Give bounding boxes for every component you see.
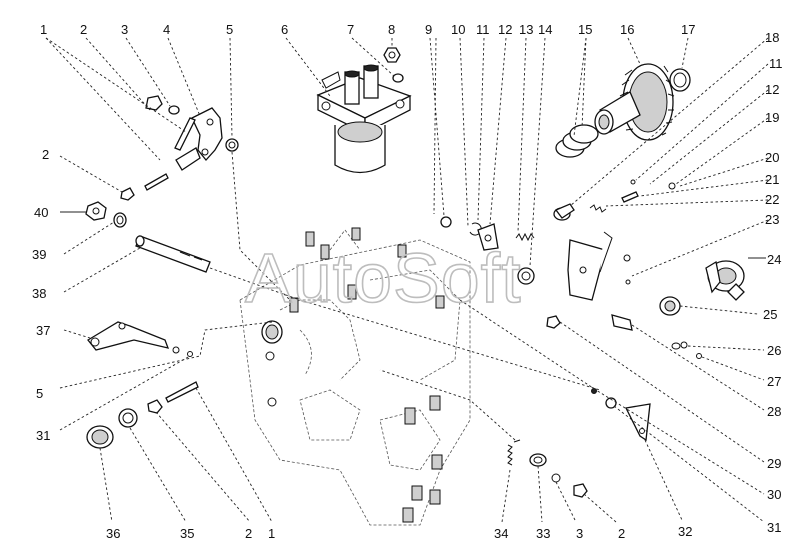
callout-14: 14	[538, 22, 552, 37]
lever-37	[87, 321, 170, 351]
nut-2-left	[120, 187, 135, 201]
callout-2: 2	[80, 22, 87, 37]
callout-40: 40	[34, 205, 48, 220]
lever-32	[625, 403, 651, 442]
bush-18	[553, 203, 575, 221]
callout-15: 15	[578, 22, 592, 37]
callout-17: 17	[681, 22, 695, 37]
callout-4: 4	[163, 22, 170, 37]
callout-11: 11	[476, 22, 490, 37]
pin-23	[623, 254, 631, 285]
screw-21	[621, 191, 639, 203]
callout-34: 34	[494, 526, 508, 541]
lever-12	[477, 223, 499, 251]
callout-21: 21	[765, 172, 779, 187]
callout-12: 12	[498, 22, 512, 37]
callout-11-right: 11	[769, 56, 783, 71]
nut-3	[145, 95, 163, 111]
watermark-text: AutoSoft	[245, 239, 522, 317]
shaft-38	[135, 235, 211, 273]
ring-26	[671, 341, 688, 350]
spring-34	[507, 439, 521, 466]
callout-2-bottom-right: 2	[618, 526, 625, 541]
callout-23: 23	[765, 212, 779, 227]
callout-24: 24	[767, 252, 781, 267]
callout-labels: 1 2 3 4 5 6 7 8 9 10 11 12 13 14 15 16 1…	[32, 22, 783, 541]
callout-3: 3	[121, 22, 128, 37]
callout-5: 5	[226, 22, 233, 37]
ring-35	[118, 408, 138, 428]
callout-3-bottom: 3	[576, 526, 583, 541]
camshaft-gear-16	[594, 63, 675, 141]
callout-16: 16	[620, 22, 634, 37]
nut-2-lower	[147, 399, 163, 414]
springs-15	[555, 124, 599, 158]
callout-12-right: 12	[765, 82, 779, 97]
callout-30: 30	[767, 487, 781, 502]
callout-18: 18	[765, 30, 779, 45]
washer-3b	[168, 105, 180, 115]
cap-36	[86, 425, 114, 449]
callout-10: 10	[451, 22, 465, 37]
ring-17	[669, 68, 691, 92]
callout-9: 9	[425, 22, 432, 37]
callout-38: 38	[32, 286, 46, 301]
callout-13: 13	[519, 22, 533, 37]
pump-housing	[239, 227, 471, 526]
callout-1: 1	[40, 22, 47, 37]
callout-28: 28	[767, 404, 781, 419]
ball-30	[591, 388, 597, 394]
callout-19: 19	[765, 110, 779, 125]
stud-1-lower	[165, 381, 199, 403]
callout-2-left: 2	[42, 147, 49, 162]
seal-ring-center	[261, 320, 283, 344]
washer-33	[529, 453, 547, 467]
callout-31-left: 31	[36, 428, 50, 443]
governor-weights-24	[705, 260, 745, 301]
ring-9	[440, 216, 452, 228]
washer-31-right	[605, 397, 617, 409]
pin-20	[630, 179, 676, 190]
callout-32: 32	[678, 524, 692, 539]
callout-26: 26	[767, 343, 781, 358]
callout-35: 35	[180, 526, 194, 541]
washer-5-top	[225, 138, 239, 152]
pin-37b	[172, 346, 193, 357]
callout-20: 20	[765, 150, 779, 165]
callout-27: 27	[767, 374, 781, 389]
callout-33: 33	[536, 526, 550, 541]
bolt-1-upper	[174, 117, 196, 151]
callout-22: 22	[765, 192, 779, 207]
washer-3-bottom	[551, 473, 561, 483]
nut-8	[383, 47, 401, 63]
callout-1-bottom: 1	[268, 526, 275, 541]
nut-right-mid	[546, 315, 561, 329]
callout-29: 29	[767, 456, 781, 471]
lever-4	[175, 107, 223, 171]
callout-37: 37	[36, 323, 50, 338]
callout-31-right: 31	[767, 520, 781, 535]
spring-13	[515, 232, 535, 242]
callout-8: 8	[388, 22, 395, 37]
washer-14	[517, 267, 535, 285]
plug-40	[85, 201, 107, 221]
sleeve-25	[659, 296, 681, 316]
spring-22	[589, 204, 607, 213]
callout-36: 36	[106, 526, 120, 541]
bracket-28	[567, 231, 633, 331]
callout-25: 25	[763, 307, 777, 322]
leader-lines	[45, 37, 769, 523]
washer-39	[113, 212, 127, 228]
callout-5-left: 5	[36, 386, 43, 401]
stud-1-left	[144, 173, 169, 191]
callout-6: 6	[281, 22, 288, 37]
washer-7	[392, 73, 404, 83]
callout-39: 39	[32, 247, 46, 262]
injection-pump-section	[316, 64, 412, 174]
pin-27	[696, 353, 702, 359]
callout-2-bottom: 2	[245, 526, 252, 541]
callout-7: 7	[347, 22, 354, 37]
